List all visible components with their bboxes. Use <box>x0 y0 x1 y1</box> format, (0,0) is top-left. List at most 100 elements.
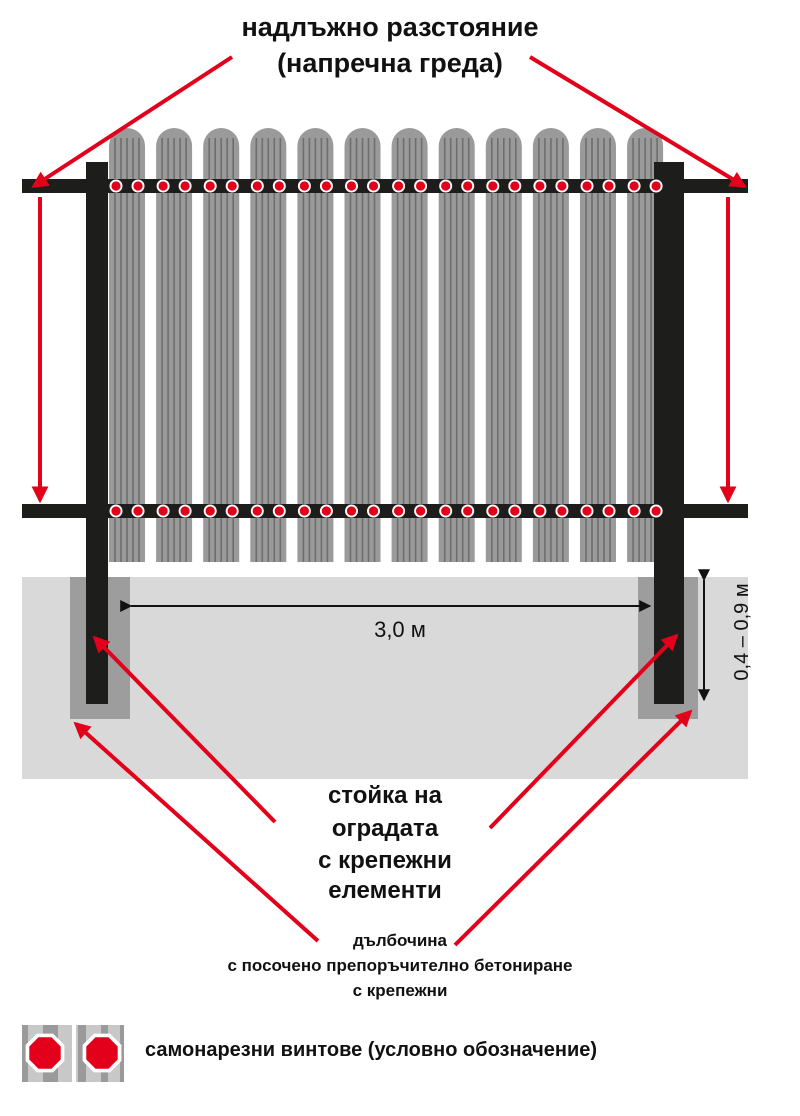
screw-head <box>604 181 614 191</box>
legend-divider <box>72 1025 76 1082</box>
screw-head <box>557 181 567 191</box>
screw-head <box>227 181 237 191</box>
screw-marker <box>225 179 239 193</box>
depth-arrow-left <box>73 721 320 943</box>
screw-head <box>416 506 426 516</box>
screw-head <box>441 181 451 191</box>
screw-head <box>463 181 473 191</box>
screw-head <box>510 181 520 191</box>
screw-marker <box>131 504 145 518</box>
screw-marker <box>580 504 594 518</box>
screw-head <box>133 181 143 191</box>
screw-head <box>651 506 661 516</box>
screw-head <box>629 506 639 516</box>
screw-marker <box>414 504 428 518</box>
screw-marker <box>156 179 170 193</box>
screw-head <box>299 506 309 516</box>
screw-marker <box>439 504 453 518</box>
screw-head <box>252 506 262 516</box>
screw-head <box>180 181 190 191</box>
screw-marker <box>461 504 475 518</box>
screw-marker <box>627 504 641 518</box>
screw-marker <box>225 504 239 518</box>
screw-marker <box>392 179 406 193</box>
screw-marker <box>649 179 663 193</box>
fence-picket <box>344 128 381 563</box>
screw-marker <box>203 504 217 518</box>
fence-picket <box>438 128 475 563</box>
screw-marker <box>486 504 500 518</box>
screw-marker <box>555 179 569 193</box>
screw-head <box>488 181 498 191</box>
screw-head <box>274 181 284 191</box>
fence-picket <box>203 128 240 563</box>
screw-head <box>368 181 379 191</box>
fence-picket <box>109 128 145 562</box>
screw-fill <box>86 1037 118 1069</box>
screw-head <box>535 506 545 516</box>
screw-marker <box>533 179 547 193</box>
screw-marker <box>461 179 475 193</box>
screw-head <box>441 506 451 516</box>
screw-head <box>651 181 661 191</box>
screw-head <box>416 181 426 191</box>
post-arrow-left <box>92 635 277 824</box>
screw-head <box>510 506 520 516</box>
screw-marker <box>439 179 453 193</box>
screw-marker <box>178 504 192 518</box>
screw-head <box>557 506 567 516</box>
screw-head <box>629 181 639 191</box>
span-dimension-label: 3,0 м <box>374 617 426 642</box>
fence-picket <box>250 128 287 563</box>
screw-head <box>488 506 498 516</box>
fence-picket <box>485 128 522 563</box>
screw-head <box>252 181 262 191</box>
screw-marker <box>649 504 663 518</box>
depth-note-line-3: с крепежни <box>352 981 448 1000</box>
screw-head <box>111 506 121 516</box>
screw-marker <box>533 504 547 518</box>
screw-fill <box>29 1037 61 1069</box>
screw-marker <box>345 504 358 518</box>
screw-marker <box>203 179 217 193</box>
screw-head <box>346 506 357 516</box>
depth-note-line-1: дълбочина <box>352 931 448 950</box>
screw-head <box>274 506 284 516</box>
post-label-line-4: елементи <box>328 877 442 904</box>
fence-picket <box>297 128 334 563</box>
title-line-2: (напречна греда) <box>277 48 503 78</box>
screw-marker <box>131 179 145 193</box>
screw-head <box>368 506 379 516</box>
screw-head <box>111 181 121 191</box>
screw-marker <box>250 179 264 193</box>
screw-head <box>394 181 404 191</box>
screw-head <box>227 506 237 516</box>
screw-head <box>604 506 614 516</box>
screw-marker <box>555 504 569 518</box>
fence-picket <box>391 128 428 563</box>
post-arrow-right <box>488 633 679 830</box>
legend-screw-icon <box>25 1033 65 1073</box>
screw-head <box>133 506 143 516</box>
screw-marker <box>414 179 428 193</box>
screw-marker <box>297 179 311 193</box>
screw-head <box>158 181 168 191</box>
fence-post-left <box>86 162 108 704</box>
screw-marker <box>392 504 406 518</box>
screw-marker <box>345 179 358 193</box>
depth-note-line-2: с посочено препоръчително бетониране <box>227 956 573 975</box>
screw-head <box>463 506 473 516</box>
legend-screw-icon <box>82 1033 122 1073</box>
screw-marker <box>156 504 170 518</box>
screw-marker <box>109 179 123 193</box>
screw-marker <box>319 179 333 193</box>
screw-marker <box>627 179 641 193</box>
screw-head <box>535 181 545 191</box>
screw-head <box>582 181 592 191</box>
post-label-line-3: с крепежни <box>318 847 452 874</box>
screw-head <box>321 181 331 191</box>
screw-head <box>180 506 190 516</box>
screw-marker <box>367 504 380 518</box>
screw-marker <box>250 504 264 518</box>
